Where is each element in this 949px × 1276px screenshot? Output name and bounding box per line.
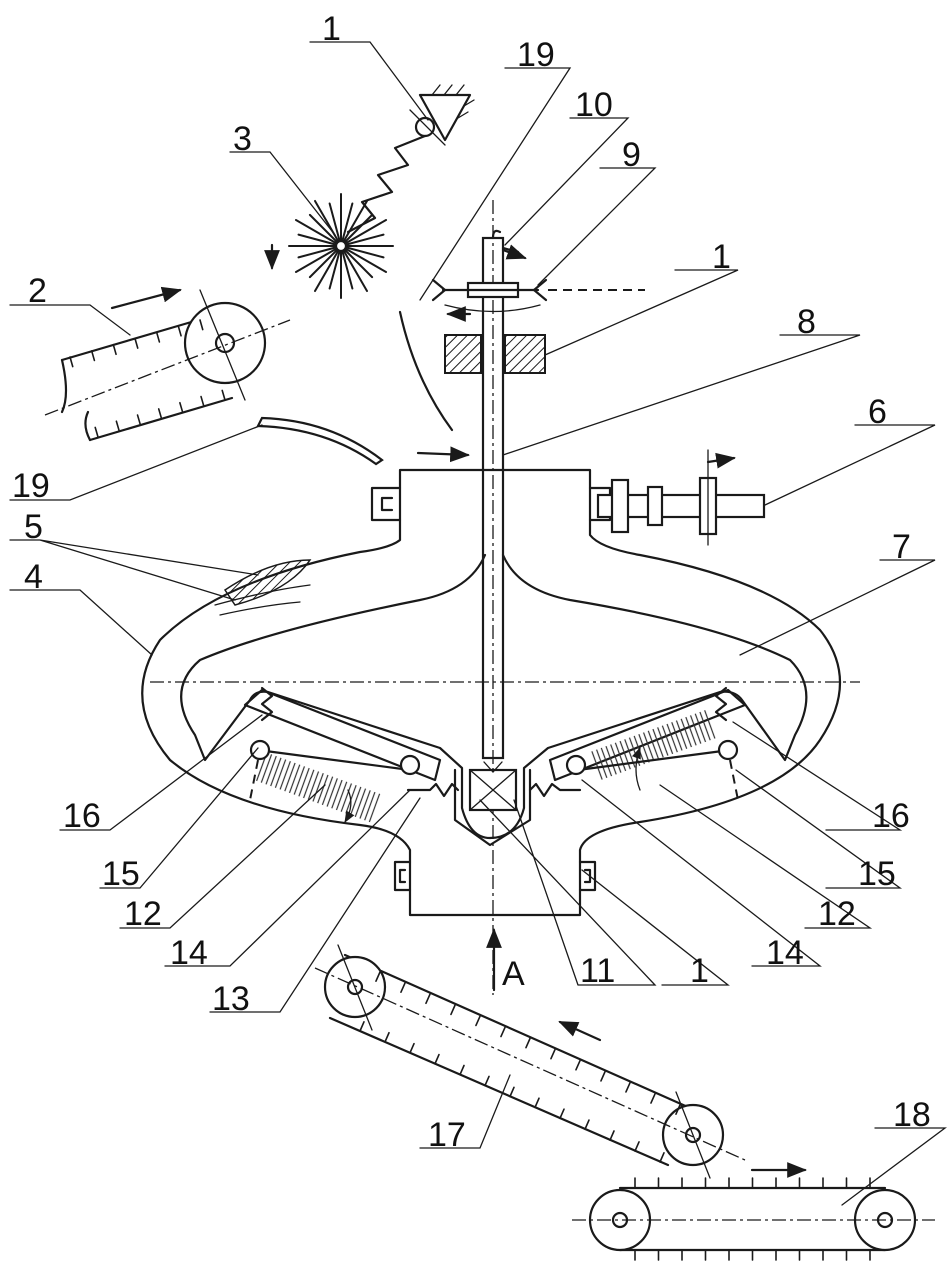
label-15-right: 15 xyxy=(858,855,896,893)
deposit-layers xyxy=(214,559,312,616)
label-6: 6 xyxy=(868,393,887,431)
label-13: 13 xyxy=(212,980,250,1018)
label-18: 18 xyxy=(893,1096,931,1134)
label-16-left: 16 xyxy=(63,797,101,835)
label-arrow-a: A xyxy=(502,955,525,993)
label-1-top: 1 xyxy=(322,10,341,48)
guide-plates xyxy=(256,310,470,466)
rotor-bowl xyxy=(141,468,860,917)
label-10: 10 xyxy=(575,86,613,124)
main-shaft xyxy=(431,200,645,995)
discharge-conveyor xyxy=(314,944,746,1179)
leader-lines xyxy=(9,41,947,1206)
label-12-right: 12 xyxy=(818,895,856,933)
gear-drive xyxy=(596,449,766,546)
label-14-right: 14 xyxy=(766,934,804,972)
label-4: 4 xyxy=(24,558,43,596)
label-11: 11 xyxy=(580,952,615,990)
label-19-top: 19 xyxy=(517,36,555,74)
label-8: 8 xyxy=(797,303,816,341)
label-2: 2 xyxy=(28,272,47,310)
part-labels: 1 19 10 9 3 1 2 8 6 19 5 4 7 16 15 12 14… xyxy=(12,10,931,1154)
right-arm xyxy=(528,686,747,801)
label-19-left: 19 xyxy=(12,467,50,505)
bottom-seals xyxy=(393,860,597,892)
label-17: 17 xyxy=(428,1116,466,1154)
label-5: 5 xyxy=(24,508,43,546)
spring-mount-top xyxy=(346,84,475,234)
label-14-left: 14 xyxy=(170,934,208,972)
label-16-right: 16 xyxy=(872,797,910,835)
output-conveyor xyxy=(572,1162,935,1261)
label-1-bottom: 1 xyxy=(690,952,709,990)
central-gearbox xyxy=(468,761,518,812)
label-12-left: 12 xyxy=(124,895,162,933)
feed-conveyor xyxy=(44,286,291,442)
label-1-mid: 1 xyxy=(712,238,731,276)
left-arm xyxy=(243,686,460,824)
label-7: 7 xyxy=(892,528,911,566)
label-9: 9 xyxy=(622,136,641,174)
rotary-brush xyxy=(264,193,394,299)
label-3: 3 xyxy=(233,120,252,158)
label-15-left: 15 xyxy=(102,855,140,893)
